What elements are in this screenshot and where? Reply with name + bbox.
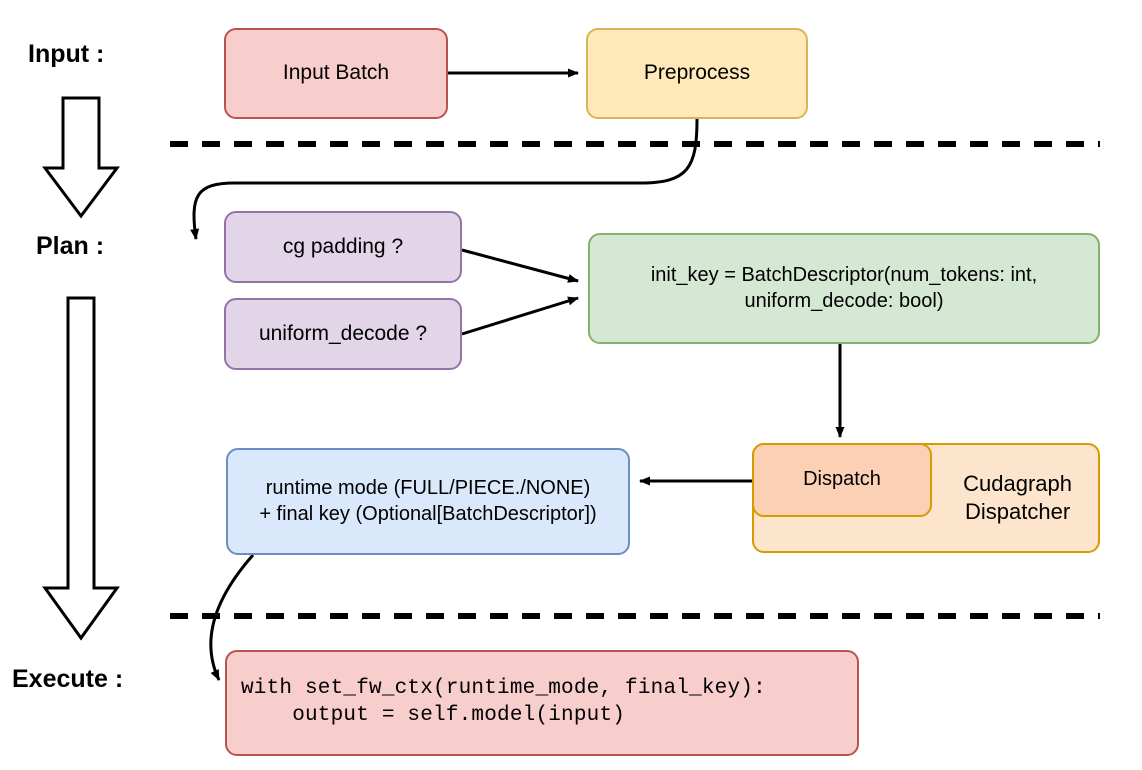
cg-padding-node[interactable]: cg padding ? <box>224 211 462 283</box>
init-key-node[interactable]: init_key = BatchDescriptor(num_tokens: i… <box>588 233 1100 344</box>
stage-arrow-plan-to-execute <box>42 296 120 641</box>
uniform-decode-label: uniform_decode ? <box>258 321 428 345</box>
dispatch-node[interactable]: Dispatch <box>752 443 932 517</box>
stage-arrow-input-to-plan <box>42 96 120 219</box>
input-batch-node[interactable]: Input Batch <box>224 28 448 119</box>
preprocess-node[interactable]: Preprocess <box>586 28 808 119</box>
cudagraph-dispatcher-label: Cudagraph Dispatcher <box>963 470 1072 524</box>
preprocess-label: Preprocess <box>643 61 751 85</box>
execute-code-label: with set_fw_ctx(runtime_mode, final_key)… <box>241 677 766 727</box>
execute-code-node[interactable]: with set_fw_ctx(runtime_mode, final_key)… <box>225 650 859 756</box>
dispatch-label: Dispatch <box>803 468 881 491</box>
stage-label-execute: Execute : <box>12 665 124 693</box>
init-key-label: init_key = BatchDescriptor(num_tokens: i… <box>650 263 1038 312</box>
stage-label-input: Input : <box>28 40 105 68</box>
uniform-decode-node[interactable]: uniform_decode ? <box>224 298 462 370</box>
stage-label-plan: Plan : <box>36 232 105 260</box>
runtime-mode-label: runtime mode (FULL/PIECE./NONE) + final … <box>259 476 597 525</box>
cg-padding-label: cg padding ? <box>282 234 404 258</box>
runtime-mode-node[interactable]: runtime mode (FULL/PIECE./NONE) + final … <box>226 448 630 555</box>
edge-cg-padding-to-init-key <box>461 248 579 283</box>
edge-uniform-decode-to-init-key <box>461 296 579 336</box>
input-batch-label: Input Batch <box>282 61 390 85</box>
